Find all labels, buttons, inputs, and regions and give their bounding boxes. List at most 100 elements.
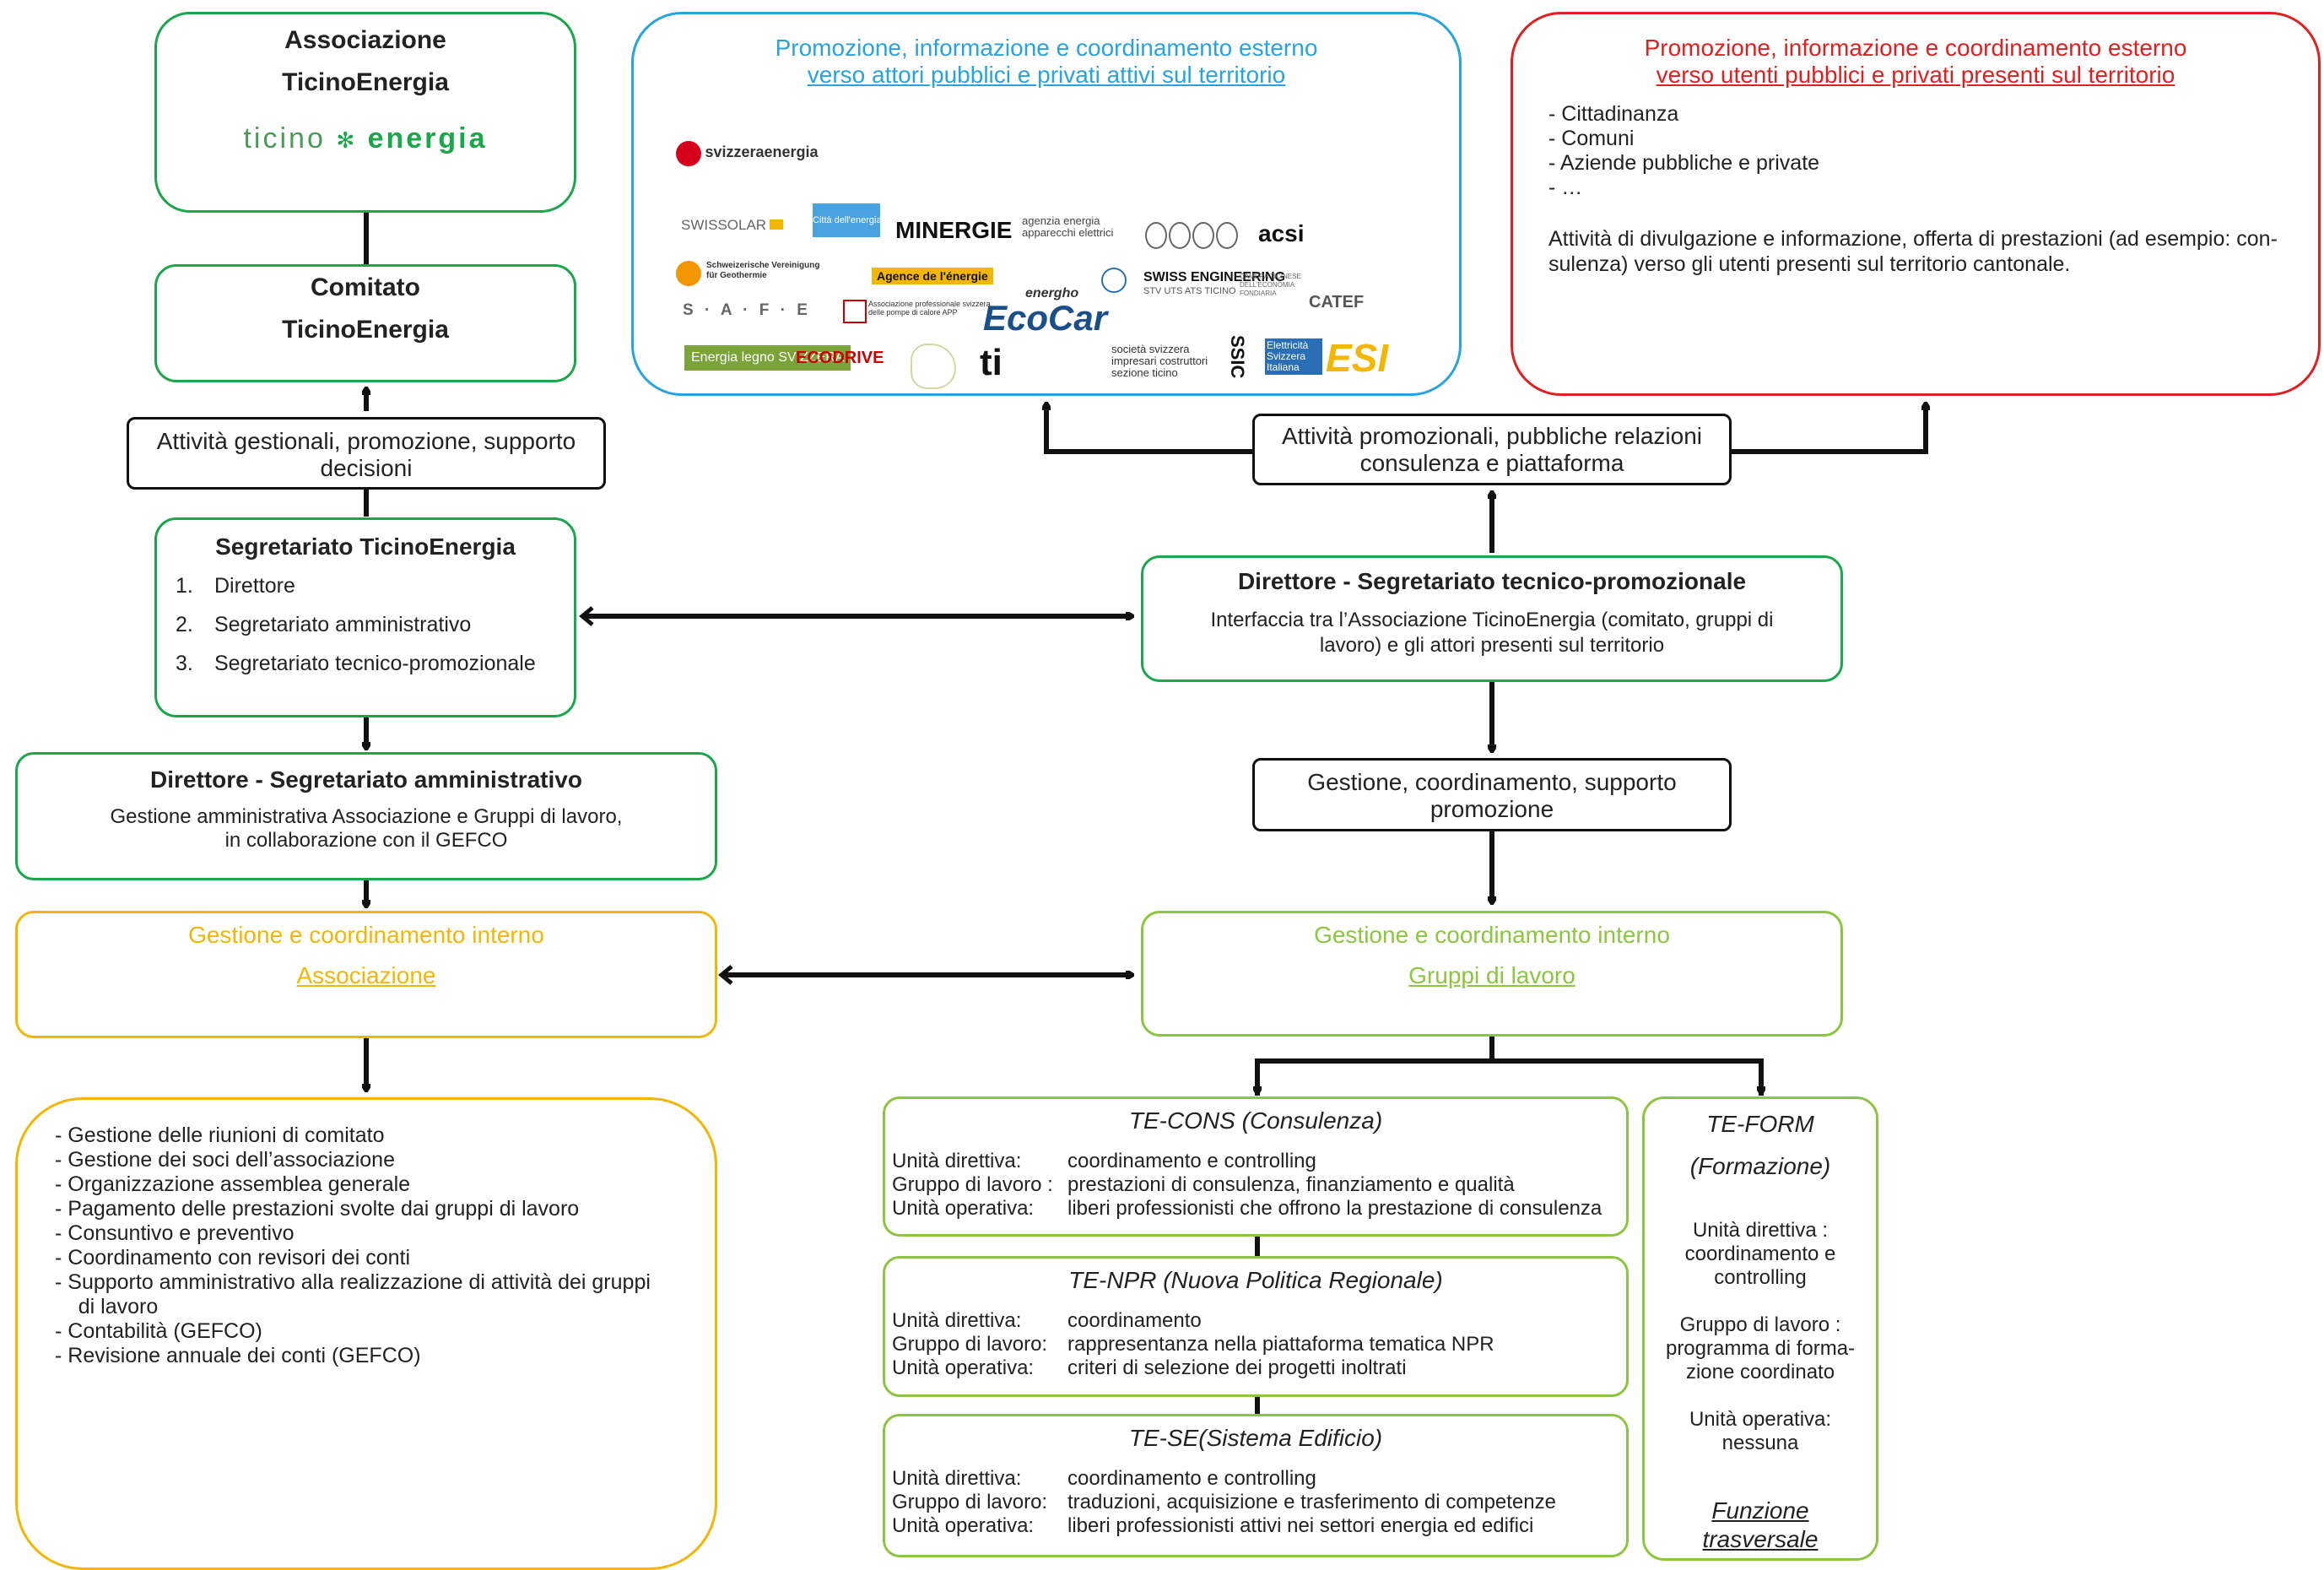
- dir-amm-box: Direttore - Segretariato amministrativo …: [15, 752, 717, 880]
- swirl-logo: [1101, 268, 1127, 293]
- task-item: - Revisione annuale dei conti (GEFCO): [55, 1344, 421, 1367]
- agence-energie-logo: Agence de l'énergie: [872, 268, 993, 284]
- leaf-logo: [911, 344, 956, 389]
- ti-logo: ti: [980, 342, 1003, 383]
- teform-box: TE-FORM (Formazione) Unità direttiva : c…: [1642, 1096, 1878, 1561]
- teform-title-1: TE-FORM: [1706, 1111, 1814, 1137]
- gest-int-left-title: Gestione e coordinamento interno: [188, 922, 544, 948]
- comitato-box: Comitato TicinoEnergia: [154, 264, 576, 382]
- tese-label-3: Unità operativa:: [892, 1514, 1035, 1537]
- segretariato-item-1: Direttore: [214, 574, 295, 598]
- task-item: - Consuntivo e preventivo: [55, 1221, 295, 1245]
- dir-amm-title: Direttore - Segretariato amministrativo: [150, 766, 582, 793]
- app-logo: Associazione professionale svizzera dell…: [843, 300, 995, 323]
- dir-amm-line-2: in collaborazione con il GEFCO: [224, 829, 508, 852]
- teform-grp-3: zione coordinato: [1685, 1361, 1835, 1383]
- label-left-line-2: decisioni: [320, 455, 413, 481]
- assoc-title-2: TicinoEnergia: [282, 68, 449, 96]
- bulbs-logo: [1145, 222, 1238, 253]
- ecodrive-logo: ECODRIVE: [796, 349, 884, 367]
- task-item: - Gestione delle riunioni di comitato: [55, 1123, 385, 1147]
- teform-grp-1: Gruppo di lavoro :: [1679, 1313, 1841, 1336]
- tenpr-label-2: Gruppo di lavoro:: [892, 1333, 1048, 1356]
- label-mid-box: Gestione, coordinamento, supporto promoz…: [1252, 758, 1732, 831]
- tenpr-value-2: rappresentanza nella piattaforma tematic…: [1067, 1333, 1494, 1356]
- tecons-value-3: liberi professionisti che offrono la pre…: [1067, 1197, 1602, 1220]
- camera-ticinese-logo: CAMERA TICINESE DELL'ECONOMIA FONDIARIA: [1240, 273, 1301, 297]
- label-left-box: Attività gestionali, promozione, support…: [127, 417, 606, 490]
- minergie-logo: MINERGIE: [895, 217, 1013, 243]
- tese-value-2: traduzioni, acquisizione e trasferimento…: [1067, 1491, 1556, 1513]
- label-mid-line-2: promozione: [1430, 796, 1554, 822]
- ecocar-logo: EcoCar: [983, 298, 1108, 338]
- task-item: - Supporto amministrativo alla realizzaz…: [55, 1270, 651, 1294]
- promo-red-item: - …: [1548, 176, 1583, 199]
- task-item: di lavoro: [55, 1295, 159, 1318]
- segretariato-num-1: 1.: [176, 574, 193, 598]
- energia-legno-logo: Energia legno SVIZZERA: [684, 345, 851, 371]
- tenpr-value-3: criteri di selezione dei progetti inoltr…: [1067, 1356, 1407, 1379]
- tecons-value-1: coordinamento e controlling: [1067, 1150, 1316, 1172]
- task-item: - Gestione dei soci dell’associazione: [55, 1148, 395, 1172]
- label-right-line-2: consulenza e piattaforma: [1359, 450, 1624, 476]
- geotermia-logo: Schweizerische Vereinigung für Geothermi…: [676, 261, 833, 286]
- segretariato-item-3: Segretariato tecnico-promozionale: [214, 652, 536, 675]
- tese-label-2: Gruppo di lavoro:: [892, 1491, 1048, 1513]
- tecons-title: TE-CONS (Consulenza): [1128, 1107, 1383, 1134]
- dir-amm-line-1: Gestione amministrativa Associazione e G…: [110, 805, 623, 828]
- dir-tec-box: Direttore - Segretariato tecnico-promozi…: [1141, 555, 1843, 682]
- teform-op-1: Unità operativa:: [1689, 1408, 1832, 1431]
- task-item: - Coordinamento con revisori dei conti: [55, 1246, 411, 1270]
- promo-red-item: - Comuni: [1548, 127, 1635, 150]
- swissolar-logo: SWISSOLAR: [681, 217, 784, 234]
- promo-blue-box: Promozione, informazione e coordinamento…: [631, 12, 1462, 396]
- ticinoenergia-logo: ticino ✻ energia: [243, 122, 488, 154]
- tenpr-box: TE-NPR (Nuova Politica Regionale) Unità …: [883, 1256, 1629, 1397]
- dir-tec-line-2: lavoro) e gli attori presenti sul territ…: [1319, 634, 1665, 657]
- teform-title-2: (Formazione): [1689, 1153, 1831, 1179]
- promo-blue-title: Promozione, informazione e coordinamento…: [775, 35, 1318, 61]
- impresari-logo: società svizzera impresari costruttori s…: [1111, 343, 1208, 379]
- task-item: - Organizzazione assemblea generale: [55, 1172, 411, 1196]
- tese-title: TE-SE(Sistema Edificio): [1128, 1425, 1383, 1451]
- arrow-to-red: [1732, 405, 1926, 454]
- gest-int-left-box: Gestione e coordinamento interno Associa…: [15, 911, 717, 1038]
- dir-tec-line-1: Interfaccia tra l’Associazione TicinoEne…: [1210, 609, 1774, 631]
- esi-elettricita-logo: Elettricità Svizzera Italiana: [1265, 338, 1322, 375]
- gest-int-right-sub: Gruppi di lavoro: [1408, 962, 1575, 988]
- esi-logo: ESI: [1326, 336, 1389, 380]
- promo-red-para-2: sulenza) verso gli utenti presenti sul t…: [1548, 252, 2071, 276]
- teform-op-2: nessuna: [1721, 1432, 1799, 1454]
- promo-blue-sub: verso attori pubblici e privati attivi s…: [807, 62, 1286, 88]
- tenpr-title: TE-NPR (Nuova Politica Regionale): [1068, 1267, 1443, 1293]
- segretariato-num-3: 3.: [176, 652, 193, 675]
- gest-int-right-box: Gestione e coordinamento interno Gruppi …: [1141, 911, 1843, 1037]
- catef-logo: CATEF: [1309, 293, 1365, 311]
- tenpr-label-1: Unità direttiva:: [892, 1309, 1022, 1332]
- acsi-logo: acsi: [1258, 220, 1305, 246]
- assoc-title-1: Associazione: [284, 26, 446, 54]
- promo-red-box: Promozione, informazione e coordinamento…: [1511, 12, 2321, 396]
- comitato-title-1: Comitato: [311, 273, 420, 301]
- label-left-line-1: Attività gestionali, promozione, support…: [156, 428, 576, 454]
- tasks-left-box: - Gestione delle riunioni di comitato - …: [15, 1097, 717, 1570]
- tese-box: TE-SE(Sistema Edificio) Unità direttiva:…: [883, 1414, 1629, 1557]
- promo-red-list: - Cittadinanza - Comuni - Aziende pubbli…: [1548, 102, 1819, 200]
- assoc-box: Associazione TicinoEnergia ticino ✻ ener…: [154, 12, 576, 213]
- gest-int-left-sub: Associazione: [296, 962, 436, 988]
- segretariato-item-2: Segretariato amministrativo: [214, 613, 472, 636]
- tese-value-1: coordinamento e controlling: [1067, 1467, 1316, 1490]
- promo-red-sub: verso utenti pubblici e privati presenti…: [1656, 62, 2175, 88]
- teform-grp-2: programma di forma-: [1665, 1337, 1856, 1360]
- segretariato-box: Segretariato TicinoEnergia 1. Direttore …: [154, 517, 576, 717]
- tecons-label-1: Unità direttiva:: [892, 1150, 1022, 1172]
- tenpr-label-3: Unità operativa:: [892, 1356, 1035, 1379]
- safe-logo: S · A · F · E: [683, 301, 811, 319]
- ssic-logo: SSIC: [1227, 335, 1248, 379]
- teform-dir-2: coordinamento e: [1684, 1242, 1836, 1265]
- tasks-left-list: - Gestione delle riunioni di comitato - …: [55, 1123, 651, 1368]
- tecons-value-2: prestazioni di consulenza, finanziamento…: [1067, 1173, 1515, 1196]
- arrow-to-tecons: [1255, 1058, 1764, 1096]
